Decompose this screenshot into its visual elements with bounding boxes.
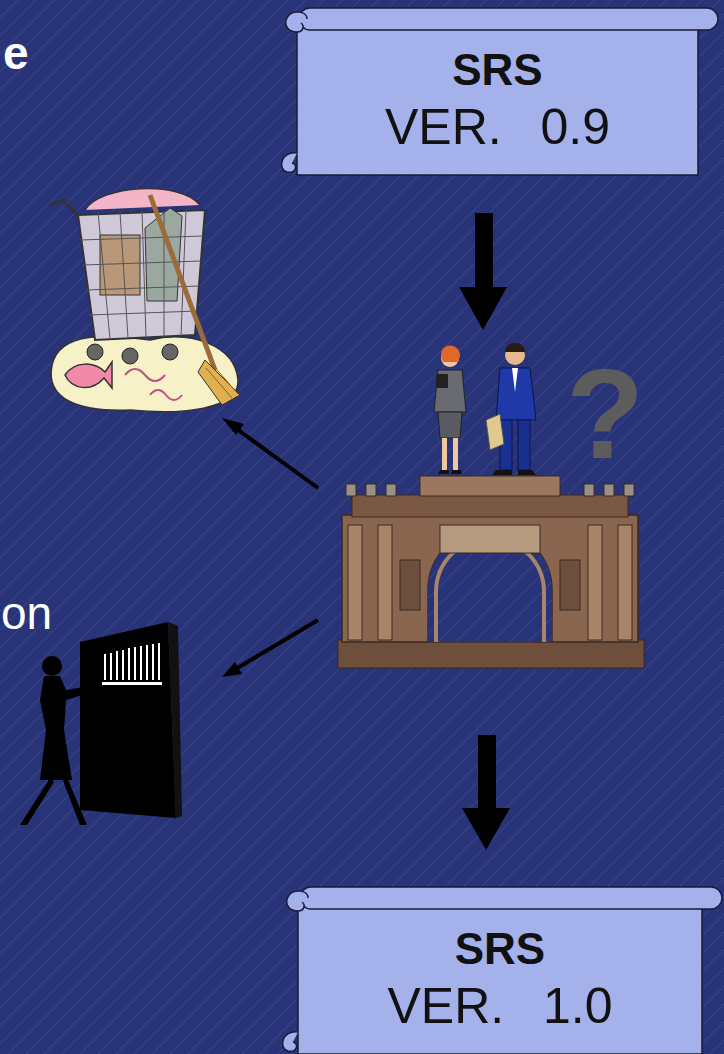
scroll-roll bbox=[299, 8, 718, 30]
discard-arrow bbox=[222, 418, 318, 488]
scroll-document: SRSVER. 1.0 bbox=[278, 887, 722, 1054]
flow-arrow bbox=[459, 213, 507, 330]
review-gate-picture bbox=[338, 476, 644, 668]
version-number: VER. 1.0 bbox=[387, 976, 612, 1036]
archive-cabinet-picture bbox=[20, 622, 182, 825]
cut-off-text: on bbox=[1, 590, 52, 636]
trash-cart-picture bbox=[50, 189, 240, 412]
scroll-curl bbox=[282, 153, 297, 172]
scroll-curl bbox=[283, 1032, 298, 1051]
document-title: SRS bbox=[452, 44, 542, 97]
reviewers-picture bbox=[434, 343, 536, 475]
scroll-curl bbox=[287, 891, 308, 911]
flow-arrow bbox=[462, 735, 510, 850]
document-title: SRS bbox=[455, 923, 545, 976]
scroll-document: SRSVER. 0.9 bbox=[277, 8, 718, 175]
version-number: VER. 0.9 bbox=[385, 97, 610, 157]
scroll-roll bbox=[300, 887, 722, 909]
scroll-body bbox=[298, 905, 702, 1054]
question-mark: ? bbox=[566, 350, 644, 478]
scroll-body bbox=[297, 26, 698, 175]
scroll-curl bbox=[286, 12, 307, 32]
cut-off-text: e bbox=[3, 30, 29, 76]
archive-arrow bbox=[222, 620, 318, 677]
